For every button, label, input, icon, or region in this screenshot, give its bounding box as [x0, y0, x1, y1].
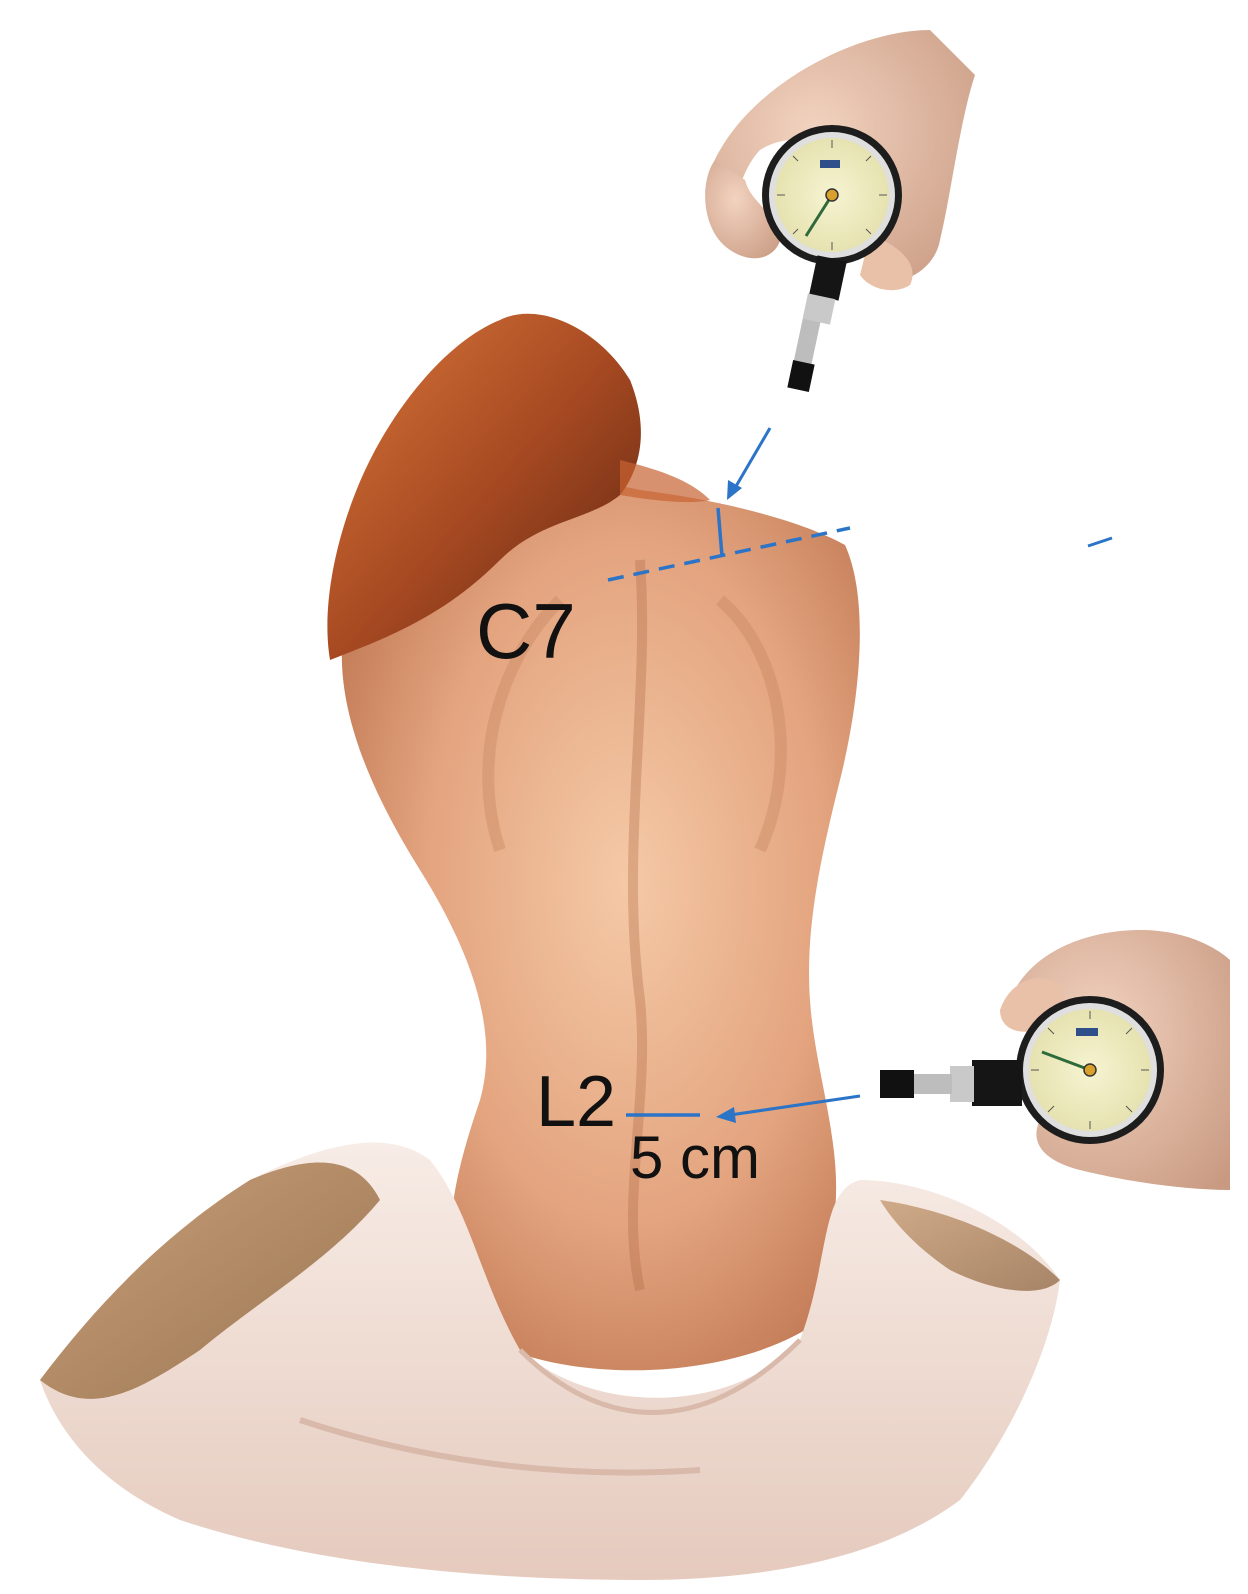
top-force-gauge-icon [705, 30, 975, 392]
top-arrow-head [727, 480, 742, 500]
side-force-gauge-icon [880, 930, 1230, 1190]
small-mark [1088, 538, 1112, 546]
torso-figure [40, 314, 1060, 1580]
distance-label: 5 cm [630, 1128, 760, 1188]
top-arrow-shaft [735, 428, 770, 488]
c7-label: C7 [476, 592, 576, 670]
l2-label: L2 [536, 1066, 616, 1138]
